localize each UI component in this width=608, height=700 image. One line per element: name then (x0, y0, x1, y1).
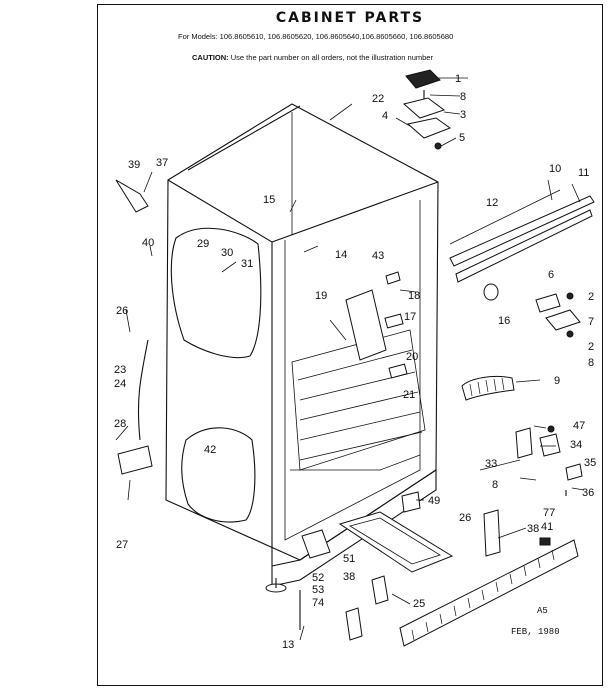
trim-strips (449, 179, 595, 283)
diagram-frame (97, 4, 603, 686)
callout-7: 7 (588, 316, 594, 328)
callout-53: 53 (312, 584, 324, 596)
callout-77: 77 (543, 507, 555, 519)
callout-41: 41 (541, 521, 553, 533)
callout-19: 19 (315, 290, 327, 302)
callout-2b: 2 (588, 341, 594, 353)
callout-26: 26 (116, 305, 128, 317)
footer-date: FEB, 1980 (511, 627, 560, 637)
caution-label: CAUTION: (192, 53, 229, 62)
interior-bracket (329, 271, 408, 379)
callout-15: 15 (263, 194, 275, 206)
callout-36: 36 (582, 487, 594, 499)
callout-34: 34 (570, 439, 582, 451)
caution-text: Use the part number on all orders, not t… (230, 53, 433, 62)
callout-47: 47 (573, 420, 585, 432)
callout-8c: 8 (492, 479, 498, 491)
callout-33: 33 (485, 458, 497, 470)
callout-2: 2 (588, 291, 594, 303)
callout-10: 10 (549, 163, 561, 175)
callout-25: 25 (413, 598, 425, 610)
callout-labels: 1 8 3 4 5 22 10 11 39 37 15 12 14 29 30 … (114, 73, 596, 651)
callout-23: 23 (114, 364, 126, 376)
callout-3: 3 (460, 109, 466, 121)
callout-16: 16 (498, 315, 510, 327)
callout-42: 42 (204, 444, 216, 456)
callout-27: 27 (116, 539, 128, 551)
callout-18: 18 (408, 290, 420, 302)
callout-26b: 26 (459, 512, 471, 524)
callout-21: 21 (403, 389, 415, 401)
caution-note: CAUTION: Use the part number on all orde… (192, 53, 433, 62)
callout-1: 1 (455, 73, 461, 85)
callout-38b: 38 (343, 571, 355, 583)
callout-29: 29 (197, 238, 209, 250)
leader-lines (115, 103, 585, 641)
callout-74: 74 (312, 597, 324, 609)
callout-9: 9 (554, 375, 560, 387)
callout-28: 28 (114, 418, 126, 430)
drip-tray (338, 511, 454, 573)
callout-12: 12 (486, 197, 498, 209)
callout-8b: 8 (588, 357, 594, 369)
callout-35: 35 (584, 457, 596, 469)
callout-40: 40 (142, 237, 154, 249)
callout-17: 17 (404, 311, 416, 323)
top-hinge-parts (395, 69, 468, 150)
lower-hinge-parts (483, 283, 581, 338)
footer-code: A5 (537, 606, 548, 616)
callout-13: 13 (282, 639, 294, 651)
callout-24: 24 (114, 378, 126, 390)
models-line: For Models: 106.8605610, 106.8605620, 10… (178, 32, 454, 41)
callout-20: 20 (406, 351, 418, 363)
door-handle-part (461, 375, 515, 401)
diagram-title: CABINET PARTS (275, 10, 425, 26)
lower-left-parts (115, 179, 389, 641)
callout-43: 43 (372, 250, 384, 262)
callout-6: 6 (548, 269, 554, 281)
callout-8: 8 (460, 91, 466, 103)
callout-5: 5 (459, 132, 465, 144)
callout-37: 37 (156, 157, 168, 169)
callout-30: 30 (221, 247, 233, 259)
callout-22: 22 (372, 93, 384, 105)
callout-14: 14 (335, 249, 347, 261)
callout-52: 52 (312, 572, 324, 584)
callout-51: 51 (343, 553, 355, 565)
callout-11: 11 (578, 167, 589, 179)
lower-right-parts (399, 425, 583, 647)
cabinet-body (165, 103, 439, 587)
callout-38: 38 (527, 523, 539, 535)
callout-4: 4 (382, 110, 388, 122)
callout-49: 49 (428, 495, 440, 507)
callout-39: 39 (128, 159, 140, 171)
callout-31: 31 (241, 258, 253, 270)
